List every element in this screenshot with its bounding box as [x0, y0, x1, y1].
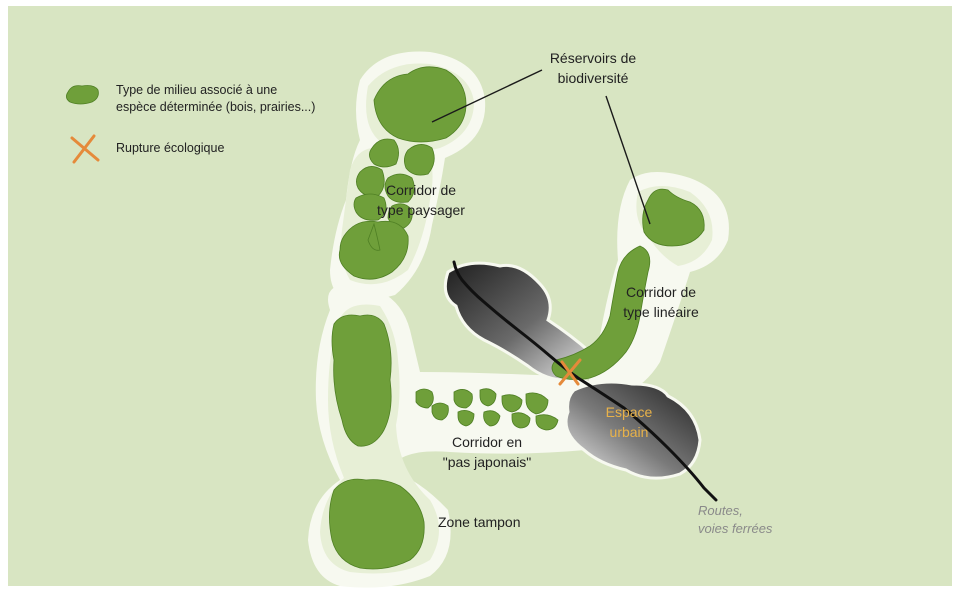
label-corridor-paysager-line2: type paysager [366, 200, 476, 220]
legend-habitat-label: Type de milieu associé à une espèce déte… [116, 82, 315, 116]
habitat-patch [404, 144, 434, 175]
habitat-patch [416, 389, 433, 408]
label-corridor-pas-japonais-line1: Corridor en [432, 432, 542, 452]
label-zone-tampon: Zone tampon [438, 512, 521, 532]
label-corridor-lineaire-line2: type linéaire [606, 302, 716, 322]
label-espace-urbain-line1: Espace [594, 402, 664, 422]
label-espace-urbain-line2: urbain [594, 422, 664, 442]
label-corridor-pas-japonais: Corridor en "pas japonais" [432, 432, 542, 472]
label-reservoirs-line1: Réservoirs de [538, 48, 648, 68]
legend-habitat-line1: Type de milieu associé à une [116, 82, 315, 99]
habitat-patch [454, 389, 472, 408]
label-corridor-lineaire-line1: Corridor de [606, 282, 716, 302]
label-espace-urbain: Espace urbain [594, 402, 664, 442]
legend-habitat-line2: espèce déterminée (bois, prairies...) [116, 99, 315, 116]
legend-rupture-label: Rupture écologique [116, 140, 224, 157]
label-reservoirs-line2: biodiversité [538, 68, 648, 88]
legend-rupture-text: Rupture écologique [116, 140, 224, 157]
label-zone-tampon-text: Zone tampon [438, 512, 521, 532]
label-corridor-paysager: Corridor de type paysager [366, 180, 476, 220]
label-corridor-pas-japonais-line2: "pas japonais" [432, 452, 542, 472]
label-corridor-lineaire: Corridor de type linéaire [606, 282, 716, 322]
label-routes: Routes, voies ferrées [698, 502, 772, 538]
label-reservoirs: Réservoirs de biodiversité [538, 48, 648, 88]
label-routes-line1: Routes, [698, 502, 772, 520]
habitat-patch [432, 403, 448, 420]
label-routes-line2: voies ferrées [698, 520, 772, 538]
habitat-blob-icon [66, 86, 98, 105]
label-corridor-paysager-line1: Corridor de [366, 180, 476, 200]
